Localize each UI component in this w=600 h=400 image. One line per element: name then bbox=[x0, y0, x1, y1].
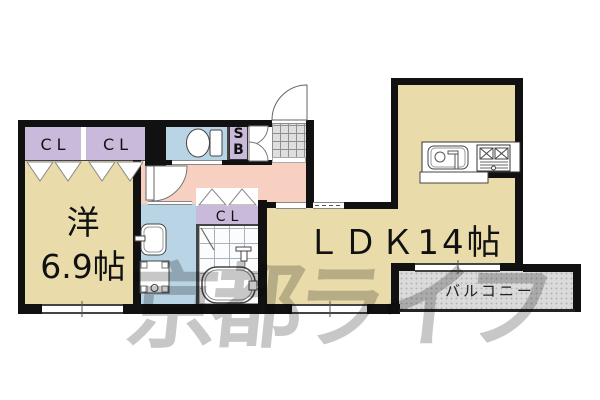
bifold-closet-door-icon bbox=[26, 161, 144, 182]
western-room-floor bbox=[25, 161, 133, 304]
toilet-sb-divider bbox=[227, 124, 229, 160]
ldk-label: ＬＤＫ14帖 bbox=[306, 223, 504, 263]
closet-2-floor bbox=[86, 127, 145, 161]
closet-2-label: CL bbox=[102, 135, 134, 154]
wall-bottom-left bbox=[18, 304, 267, 314]
bath-door-icon bbox=[200, 227, 215, 251]
wall-balcony-top-right bbox=[523, 264, 575, 272]
shoe-box-label-b: B bbox=[233, 142, 244, 158]
window-notch bbox=[313, 202, 344, 209]
kitchen-sink-icon bbox=[427, 145, 469, 170]
wall-entry-right bbox=[306, 120, 314, 208]
room-door-arc-icon bbox=[145, 165, 188, 202]
stove-icon bbox=[476, 144, 511, 172]
bathtub-icon bbox=[201, 266, 258, 304]
washing-machine-pan-icon bbox=[139, 260, 170, 294]
western-room-label-line1: 洋 bbox=[66, 203, 100, 242]
closet-row-bottom-line bbox=[25, 160, 145, 161]
wall-closet-toilet-block bbox=[145, 120, 166, 166]
closet-1-label: CL bbox=[40, 135, 71, 154]
wall-ldk-balcony-a bbox=[398, 263, 415, 271]
hall-closet-bifold-icon bbox=[197, 188, 258, 206]
wash-basin-icon bbox=[134, 223, 167, 256]
closet-1-floor bbox=[25, 127, 81, 161]
bath-faucet-icon bbox=[235, 246, 252, 262]
shoe-box-door-icon bbox=[248, 125, 269, 162]
door-toilet bbox=[172, 160, 222, 165]
entrance-step bbox=[272, 157, 306, 163]
wall-kitchen-top bbox=[391, 78, 523, 85]
balcony-floor bbox=[399, 271, 573, 309]
wall-hall-ldk-stub bbox=[267, 202, 276, 208]
counter-return bbox=[419, 171, 489, 184]
entrance-door-arc-icon bbox=[271, 84, 308, 121]
balcony-label: バルコニー bbox=[445, 282, 535, 300]
wall-ldk-balcony-b bbox=[500, 263, 515, 271]
western-room-label: 洋 6.9帖 bbox=[21, 201, 145, 289]
entrance-tile-floor bbox=[272, 124, 306, 158]
kitchen-counter bbox=[419, 141, 521, 184]
bathroom-top-line bbox=[199, 224, 258, 226]
wall-kitchen-left bbox=[391, 78, 398, 208]
wall-balcony-right bbox=[573, 264, 581, 312]
ldk-lower-floor bbox=[267, 263, 391, 305]
hall-closet-label: CL bbox=[215, 209, 244, 225]
ldk-main-floor bbox=[267, 207, 515, 263]
wall-ldk-left bbox=[258, 200, 267, 314]
hall-closet-floor bbox=[196, 206, 258, 226]
window-ticks bbox=[81, 205, 459, 317]
wall-stove-stub bbox=[488, 170, 515, 178]
wall-kitchen-right bbox=[515, 78, 523, 271]
wall-left bbox=[18, 120, 25, 314]
washroom-bath-partition bbox=[196, 224, 199, 304]
balcony-bottom-rail bbox=[399, 309, 575, 312]
shoe-box-label: S B bbox=[229, 126, 248, 158]
wall-balcony-left bbox=[391, 263, 399, 314]
door-washroom bbox=[148, 201, 192, 205]
opening-hall-to-ldk bbox=[276, 202, 306, 209]
western-room-label-line2: 6.9帖 bbox=[40, 247, 126, 286]
shoe-box-label-s: S bbox=[233, 126, 244, 142]
toilet-icon bbox=[186, 128, 223, 158]
wall-under-notch bbox=[344, 202, 398, 209]
wall-western-room-right bbox=[133, 160, 141, 306]
